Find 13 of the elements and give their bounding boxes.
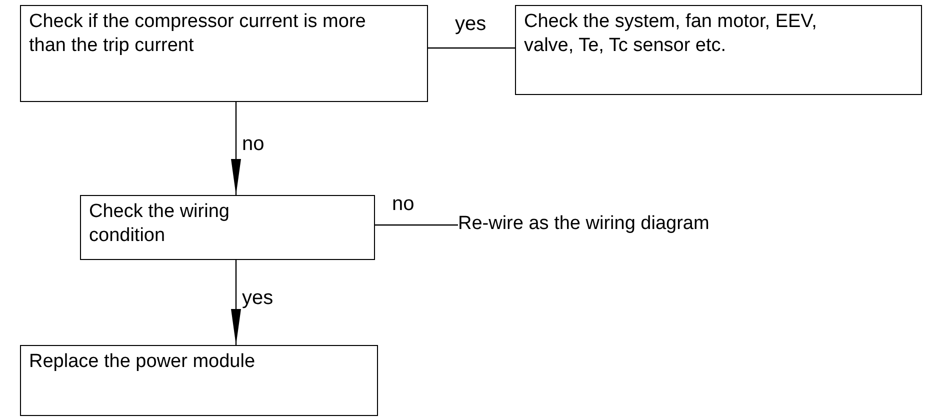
arrow — [231, 102, 241, 195]
process-box: Check the system, fan motor, EEV, valve, Te, Tc sensor etc. — [515, 5, 922, 95]
process-box: Check the wiring condition — [80, 195, 375, 260]
edge-label: yes — [455, 12, 486, 36]
edge-label: no — [392, 192, 414, 216]
connector-line — [428, 47, 515, 49]
process-box: Check if the compressor current is more than the trip current — [20, 5, 428, 102]
edge-label: no — [242, 132, 264, 156]
connector-line — [375, 224, 458, 226]
edge-label: yes — [242, 286, 274, 310]
arrow — [231, 260, 241, 345]
action-text: Re-wire as the wiring diagram — [458, 212, 848, 242]
process-box: Replace the power module — [20, 345, 378, 416]
